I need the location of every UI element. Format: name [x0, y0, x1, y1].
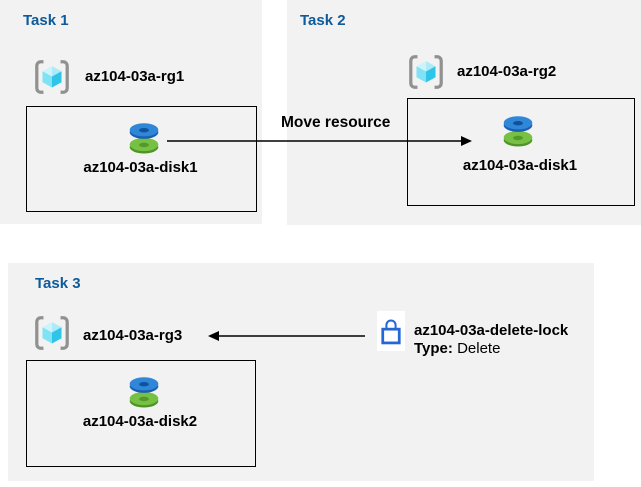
resource-group-icon	[407, 53, 445, 91]
task2-panel	[287, 0, 641, 225]
task3-title: Task 3	[35, 275, 81, 292]
delete-lock-type-value: Delete	[457, 340, 501, 357]
delete-lock-annotation: az104-03a-delete-lock Type: Delete	[414, 322, 568, 358]
task1-title: Task 1	[23, 12, 69, 29]
task1-disk-label: az104-03a-disk1	[83, 159, 198, 176]
task2-resource-box	[407, 98, 635, 206]
resource-group-icon	[33, 314, 71, 352]
task1-resource-box	[26, 106, 257, 212]
delete-lock-type-line: Type: Delete	[414, 340, 568, 358]
task1-resource-group-label: az104-03a-rg1	[85, 68, 185, 85]
resource-group-icon	[33, 58, 71, 96]
task1-panel	[0, 0, 262, 224]
task3-resource-box	[26, 360, 256, 467]
delete-lock-name: az104-03a-delete-lock	[414, 322, 569, 339]
disk-icon	[124, 120, 164, 156]
task2-disk-label: az104-03a-disk1	[462, 157, 578, 174]
move-resource-label: Move resource	[281, 114, 391, 131]
lock-icon	[380, 315, 402, 347]
task2-title: Task 2	[300, 12, 346, 29]
task3-panel	[8, 263, 594, 481]
disk-icon	[498, 113, 538, 149]
delete-lock-type-label: Type:	[414, 340, 453, 357]
task3-resource-group-label: az104-03a-rg3	[83, 327, 183, 344]
task2-resource-group-label: az104-03a-rg2	[457, 63, 557, 80]
task3-disk-label: az104-03a-disk2	[82, 413, 198, 430]
disk-icon	[124, 374, 164, 410]
